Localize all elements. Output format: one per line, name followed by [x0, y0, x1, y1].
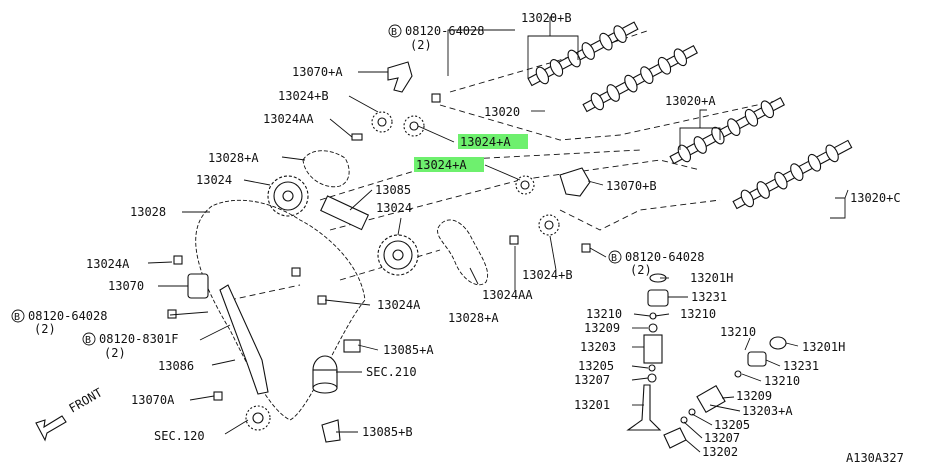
- front-arrow: [35, 415, 67, 442]
- sprocket-13024-lower: [377, 234, 419, 276]
- label-13024a-left: 13024A: [86, 257, 130, 271]
- label-13209-left: 13209: [584, 321, 620, 335]
- label-sec-210: SEC.210: [366, 365, 417, 379]
- label-13207-right: 13207: [704, 431, 740, 445]
- front-label: FRONT: [67, 385, 105, 415]
- label-13024-a-highlighted-lower: 13024+A: [416, 158, 467, 172]
- label-13024aa-mid: 13024AA: [482, 288, 533, 302]
- camshaft-13020: [582, 45, 698, 113]
- label-13024-a-highlighted-upper: 13024+A: [460, 135, 511, 149]
- label-13070: 13070: [108, 279, 144, 293]
- label-13085-a: 13085+A: [383, 343, 434, 357]
- label-13201: 13201: [574, 398, 610, 412]
- label-13203-a: 13203+A: [742, 404, 793, 418]
- valve-assembly: [626, 273, 787, 449]
- chain-guide-13086: [219, 284, 269, 395]
- highlight-13024-a-upper: [458, 134, 528, 149]
- label-13020: 13020: [484, 105, 520, 119]
- guide-13085-b: [321, 419, 341, 443]
- label-bolt-08120-64028-right: 08120-64028: [625, 250, 704, 264]
- label-qty-left: (2): [34, 322, 56, 336]
- label-qty-right: (2): [630, 263, 652, 277]
- timing-chain-13028-a-upper: [302, 150, 350, 188]
- label-13201h-top: 13201H: [690, 271, 733, 285]
- highlight-13024-a-lower: [414, 157, 484, 172]
- label-13231-top: 13231: [691, 290, 727, 304]
- timing-chain-13028-a: [437, 219, 488, 286]
- label-qty-top: (2): [410, 38, 432, 52]
- diagram-code: A130A327: [846, 451, 904, 465]
- label-13210-right-mid: 13210: [764, 374, 800, 388]
- label-13201h-right: 13201H: [802, 340, 845, 354]
- label-13085-b: 13085+B: [362, 425, 413, 439]
- crank-sprocket-sec-120: [245, 405, 271, 431]
- label-13028: 13028: [130, 205, 166, 219]
- label-13070-a: 13070+A: [292, 65, 343, 79]
- chain-guide-13085: [320, 195, 370, 231]
- label-bolt-08120-64028-top: 08120-64028: [405, 24, 484, 38]
- tensioner-13070: [187, 273, 209, 299]
- svg-text:B: B: [14, 312, 20, 323]
- label-13210-right-top: 13210: [720, 325, 756, 339]
- timing-chain-13028: [195, 199, 366, 421]
- tensioner-13070-a: [387, 61, 413, 93]
- label-bolt-08120-64028-left: 08120-64028: [28, 309, 107, 323]
- label-13024-b-top: 13024+B: [278, 89, 329, 103]
- b-bolt-markers: B B B B: [11, 24, 622, 346]
- sprocket-13024-b-mid: [538, 214, 560, 236]
- label-13202: 13202: [702, 445, 738, 459]
- guide-13085-a: [343, 339, 361, 353]
- label-13203: 13203: [580, 340, 616, 354]
- label-qty-left-2: (2): [104, 346, 126, 360]
- label-13209-right: 13209: [736, 389, 772, 403]
- label-13210-b: 13210: [680, 307, 716, 321]
- svg-text:B: B: [85, 335, 91, 346]
- label-13070a: 13070A: [131, 393, 175, 407]
- label-13205-right: 13205: [714, 418, 750, 432]
- label-13086: 13086: [158, 359, 194, 373]
- svg-text:B: B: [391, 27, 397, 38]
- label-13024-center: 13024: [376, 201, 412, 215]
- label-13024-upper-left: 13024: [196, 173, 232, 187]
- label-sec-120: SEC.120: [154, 429, 205, 443]
- label-13020-b: 13020+B: [521, 11, 572, 25]
- label-13028-a-lower: 13028+A: [448, 311, 499, 325]
- label-13020-c: 13020+C: [850, 191, 901, 205]
- label-13024aa-top: 13024AA: [263, 112, 314, 126]
- label-bolt-08120-8301f: 08120-8301F: [99, 332, 178, 346]
- sec-210-part: [312, 355, 338, 394]
- sprocket-13024-b: [371, 111, 393, 133]
- label-13070-b: 13070+B: [606, 179, 657, 193]
- label-13207-left: 13207: [574, 373, 610, 387]
- label-13024a-center: 13024A: [377, 298, 421, 312]
- label-13085: 13085: [375, 183, 411, 197]
- label-13020-a: 13020+A: [665, 94, 716, 108]
- camshaft-13020-c: [732, 139, 853, 210]
- camshaft-13020-b: [527, 21, 639, 87]
- sprocket-13024-a-upper: [403, 115, 425, 137]
- camshaft-13020-a: [669, 97, 785, 165]
- tensioner-13070-b: [559, 167, 591, 197]
- label-13028-a-top: 13028+A: [208, 151, 259, 165]
- label-13231-right: 13231: [783, 359, 819, 373]
- leader-lines: [147, 16, 849, 453]
- sprocket-13024-a-mid: [515, 175, 535, 195]
- label-13024-b-mid: 13024+B: [522, 268, 573, 282]
- label-13205-left: 13205: [578, 359, 614, 373]
- svg-text:B: B: [611, 253, 617, 264]
- label-13210-a: 13210: [586, 307, 622, 321]
- sprocket-13024: [267, 175, 309, 217]
